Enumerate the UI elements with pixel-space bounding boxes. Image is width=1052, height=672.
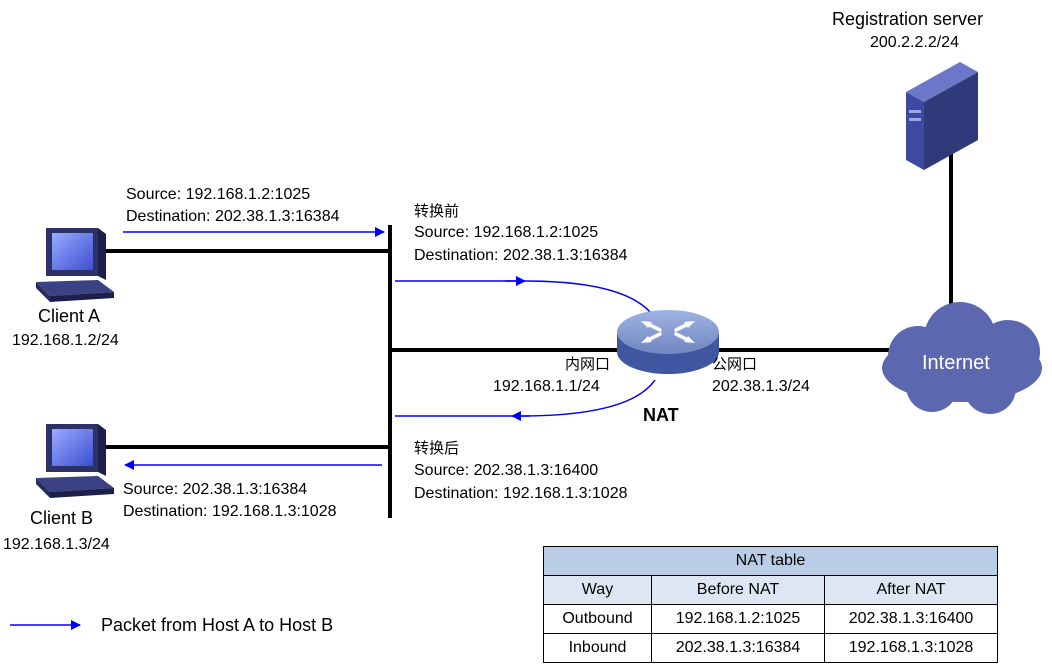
table-cell: 192.168.1.3:1028 — [824, 633, 998, 663]
before-nat-title: 转换前 — [414, 202, 460, 220]
network-links — [100, 140, 953, 518]
legend-text: Packet from Host A to Host B — [101, 615, 334, 635]
nat-table: NAT table Way Before NAT After NAT Outbo… — [543, 546, 998, 663]
after-nat-destination: Destination: 192.168.1.3:1028 — [414, 485, 628, 502]
after-nat-title: 转换后 — [414, 439, 460, 457]
client-b-name: Client B — [30, 508, 94, 528]
nat-inside-label: 内网口 — [565, 355, 611, 373]
nat-table-title: NAT table — [543, 546, 998, 576]
client-b-pc-icon — [36, 424, 114, 498]
nat-inside-ip: 192.168.1.1/24 — [493, 378, 600, 395]
before-nat-source: Source: 192.168.1.2:1025 — [414, 224, 599, 241]
server-ip: 200.2.2.2/24 — [870, 34, 959, 51]
nat-name: NAT — [643, 405, 679, 425]
table-row: Outbound 192.168.1.2:1025 202.38.1.3:164… — [543, 604, 998, 634]
table-cell: Outbound — [543, 604, 652, 634]
after-nat-source: Source: 202.38.1.3:16400 — [414, 462, 599, 479]
table-cell: 192.168.1.2:1025 — [651, 604, 825, 634]
nat-router-icon — [617, 310, 719, 374]
after-nat-curve — [395, 379, 656, 417]
packet-a-destination: Destination: 202.38.1.3:16384 — [126, 208, 340, 225]
table-row: Inbound 202.38.1.3:16384 192.168.1.3:102… — [543, 633, 998, 663]
nat-outside-ip: 202.38.1.3/24 — [712, 378, 810, 395]
client-a-pc-icon — [36, 228, 114, 302]
internet-cloud-icon — [882, 302, 1042, 414]
table-cell: 202.38.1.3:16400 — [824, 604, 998, 634]
table-cell: Inbound — [543, 633, 652, 663]
internet-label: Internet — [922, 352, 990, 374]
client-b-ip: 192.168.1.3/24 — [3, 536, 110, 553]
nat-outside-label: 公网口 — [712, 355, 758, 373]
client-a-name: Client A — [38, 306, 101, 326]
before-nat-destination: Destination: 202.38.1.3:16384 — [414, 247, 628, 264]
packet-b-destination: Destination: 192.168.1.3:1028 — [123, 503, 337, 520]
nat-table-header-way: Way — [543, 575, 652, 605]
table-cell: 202.38.1.3:16384 — [651, 633, 825, 663]
client-a-ip: 192.168.1.2/24 — [12, 332, 119, 349]
packet-arrows — [10, 227, 656, 630]
server-name: Registration server — [832, 9, 984, 29]
packet-a-source: Source: 192.168.1.2:1025 — [126, 186, 311, 203]
packet-b-source: Source: 202.38.1.3:16384 — [123, 481, 308, 498]
nat-table-header-before: Before NAT — [651, 575, 825, 605]
before-nat-curve — [395, 280, 656, 319]
server-icon — [906, 62, 978, 170]
nat-table-header-after: After NAT — [824, 575, 998, 605]
